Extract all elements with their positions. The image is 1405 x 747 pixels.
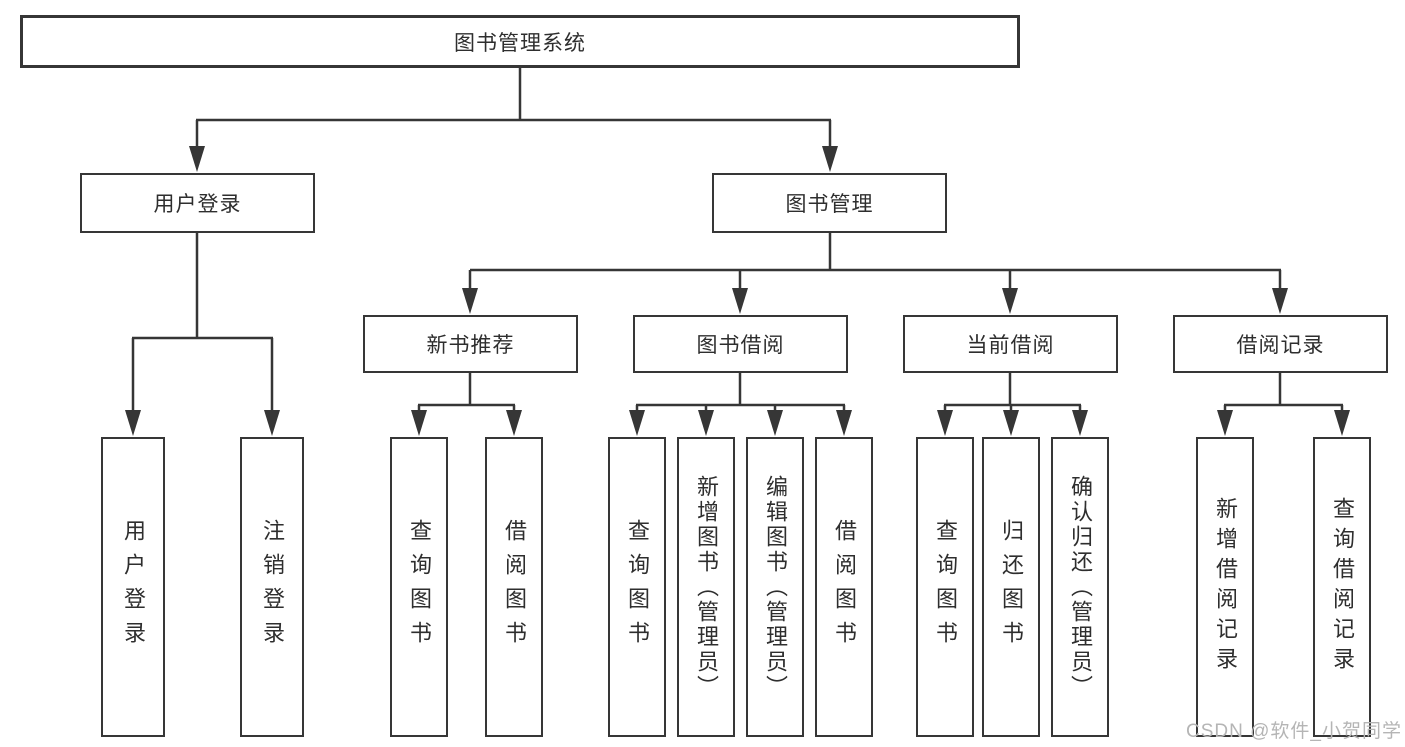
node-label: 用户登录 (153, 193, 242, 216)
leaf-nbr-query-books: 查询图书 (390, 437, 448, 737)
leaf-nbr-borrow-books: 借阅图书 (485, 437, 543, 737)
node-label: 注销登录 (260, 519, 285, 655)
node-label: 查询图书 (407, 519, 432, 655)
node-label: 归还图书 (999, 519, 1024, 655)
node-book-management: 图书管理 (712, 173, 947, 233)
leaf-bb-query-books: 查询图书 (608, 437, 666, 737)
leaf-user-login: 用户登录 (101, 437, 165, 737)
node-label: 图书借阅 (696, 334, 785, 357)
node-label: 确认归还（管理员） (1068, 474, 1093, 700)
node-book-borrowing: 图书借阅 (633, 315, 848, 373)
node-library-management-system: 图书管理系统 (20, 15, 1020, 68)
node-label: 当前借阅 (966, 334, 1055, 357)
leaf-cb-query-books: 查询图书 (916, 437, 974, 737)
leaf-bb-add-books-admin: 新增图书（管理员） (677, 437, 735, 737)
leaf-br-query-borrow-record: 查询借阅记录 (1313, 437, 1371, 737)
node-label: 借阅图书 (502, 519, 527, 655)
csdn-watermark: CSDN @软件_小贺同学 (1186, 721, 1402, 742)
arrowheads (125, 146, 1350, 436)
node-current-borrowing: 当前借阅 (903, 315, 1118, 373)
node-label: 查询图书 (933, 519, 958, 655)
node-borrowing-records: 借阅记录 (1173, 315, 1388, 373)
node-label: 编辑图书（管理员） (763, 474, 788, 700)
node-label: 借阅图书 (832, 519, 857, 655)
node-label: 新书推荐 (426, 334, 515, 357)
node-label: 查询借阅记录 (1330, 497, 1355, 677)
node-label: 图书管理 (785, 193, 874, 216)
leaf-cb-return-books: 归还图书 (982, 437, 1040, 737)
node-label: 用户登录 (121, 519, 146, 655)
node-label: 借阅记录 (1236, 334, 1325, 357)
leaf-bb-borrow-books: 借阅图书 (815, 437, 873, 737)
node-label: 图书管理系统 (454, 31, 586, 55)
node-new-book-recommendation: 新书推荐 (363, 315, 578, 373)
leaf-br-add-borrow-record: 新增借阅记录 (1196, 437, 1254, 737)
node-label: 新增借阅记录 (1213, 497, 1238, 677)
node-user-login: 用户登录 (80, 173, 315, 233)
leaf-logout-login: 注销登录 (240, 437, 304, 737)
leaf-cb-confirm-return-admin: 确认归还（管理员） (1051, 437, 1109, 737)
node-label: 查询图书 (625, 519, 650, 655)
node-label: 新增图书（管理员） (694, 474, 719, 700)
leaf-bb-edit-books-admin: 编辑图书（管理员） (746, 437, 804, 737)
